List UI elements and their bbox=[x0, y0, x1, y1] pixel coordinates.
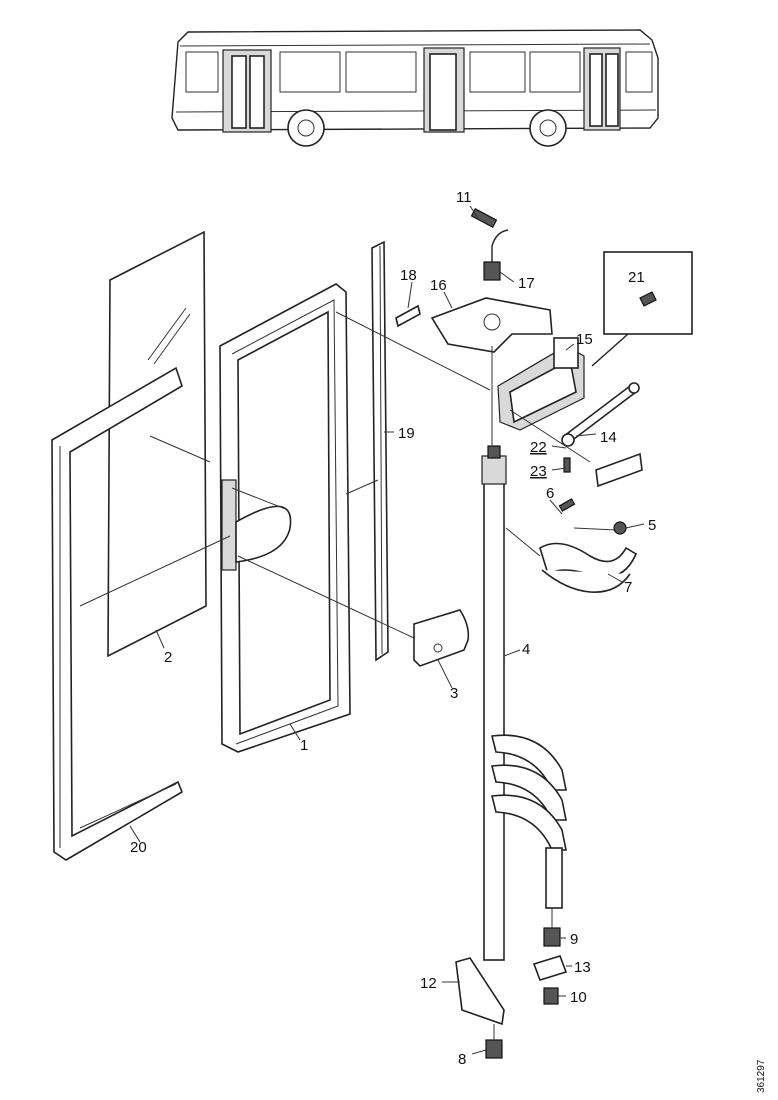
callout-10: 10 bbox=[570, 989, 587, 1006]
callout-6: 6 bbox=[546, 485, 554, 502]
actuator-assembly bbox=[497, 337, 585, 431]
callout-20: 20 bbox=[130, 839, 147, 856]
drawing-reference-code: 361297 bbox=[752, 1015, 774, 1095]
callout-7: 7 bbox=[624, 579, 632, 596]
callout-23: 23 bbox=[530, 463, 547, 480]
callout-22: 22 bbox=[530, 439, 547, 456]
callout-2: 2 bbox=[164, 649, 172, 666]
assembly-lines bbox=[79, 311, 617, 1040]
callout-8: 8 bbox=[458, 1051, 466, 1068]
bottom-plate bbox=[455, 957, 505, 1059]
callout-1: 1 bbox=[300, 737, 308, 754]
callout-12: 12 bbox=[420, 975, 437, 992]
callout-17: 17 bbox=[518, 275, 535, 292]
callout-3: 3 bbox=[450, 685, 458, 702]
callout-19: 19 bbox=[398, 425, 415, 442]
callout-21: 21 bbox=[628, 269, 645, 286]
fasteners bbox=[558, 452, 643, 535]
callout-18: 18 bbox=[400, 267, 417, 284]
detail-box bbox=[591, 251, 693, 367]
glass-pane bbox=[107, 230, 207, 658]
hinge-arms bbox=[491, 734, 567, 909]
callout-5: 5 bbox=[648, 517, 656, 534]
callout-labels: 1 2 3 4 5 6 7 8 9 10 11 12 13 14 15 16 1… bbox=[130, 189, 656, 1068]
door-shaft bbox=[481, 445, 507, 961]
bus-side-view bbox=[171, 29, 659, 147]
callout-4: 4 bbox=[522, 641, 530, 658]
reference-code-text: 361297 bbox=[756, 1059, 767, 1093]
vertical-seal-strip bbox=[371, 240, 389, 662]
callout-15: 15 bbox=[576, 331, 593, 348]
callout-leaders bbox=[129, 205, 645, 1055]
bracket-plate bbox=[413, 609, 470, 667]
callout-13: 13 bbox=[574, 959, 591, 976]
outer-seal-frame bbox=[51, 366, 183, 861]
callout-16: 16 bbox=[430, 277, 447, 294]
top-bracket bbox=[430, 208, 553, 353]
connecting-rod bbox=[561, 382, 640, 447]
callout-14: 14 bbox=[600, 429, 617, 446]
half-round-plate bbox=[235, 505, 292, 563]
lever-arm bbox=[539, 542, 638, 593]
callout-11: 11 bbox=[456, 189, 472, 206]
callout-9: 9 bbox=[570, 931, 578, 948]
small-clip bbox=[395, 304, 421, 328]
lower-bearing-parts bbox=[532, 927, 568, 1005]
